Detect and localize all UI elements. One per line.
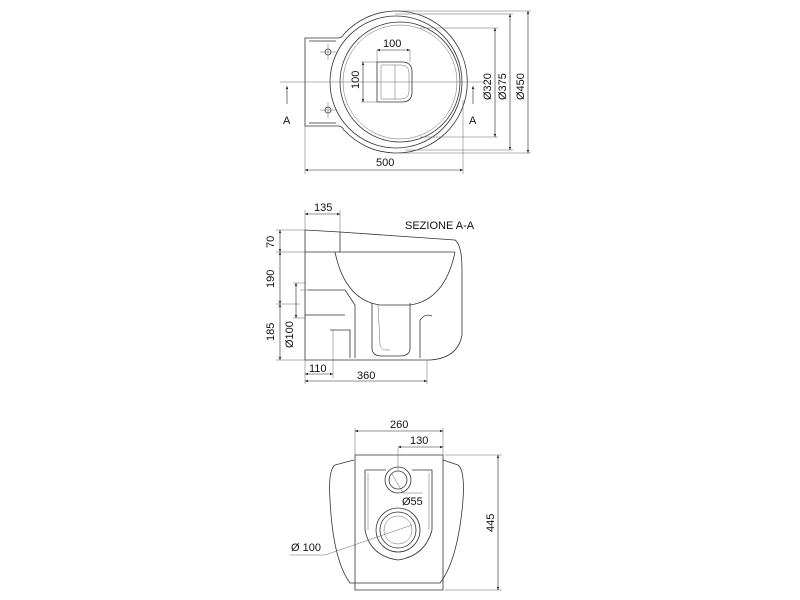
back-view: 260 130 Ø55 Ø 100 445 <box>290 419 502 591</box>
top-view: A A 100 100 Ø320 Ø375 Ø450 500 <box>280 10 531 174</box>
offset-110-dim: 110 <box>309 363 327 375</box>
dia-375-dim: Ø375 <box>497 73 509 100</box>
hole-width-dim: 100 <box>383 38 401 50</box>
width-260-dim: 260 <box>390 419 408 431</box>
section-view: SEZIONE A-A 135 70 190 185 Ø100 110 360 <box>265 202 475 384</box>
outlet-dia-back-dim: Ø 100 <box>291 542 321 554</box>
half-width-130-dim: 130 <box>410 435 428 447</box>
dia-320-dim: Ø320 <box>482 73 494 100</box>
section-title: SEZIONE A-A <box>405 220 475 232</box>
dia-450-dim: Ø450 <box>515 73 527 100</box>
length-500-dim: 500 <box>376 157 394 169</box>
height-445-dim: 445 <box>485 514 497 532</box>
section-mark-left: A <box>283 115 291 127</box>
section-mark-right: A <box>469 115 477 127</box>
depth-135-dim: 135 <box>314 202 332 214</box>
inlet-dia-dim: Ø55 <box>402 496 423 508</box>
height-190-dim: 190 <box>265 270 277 288</box>
outlet-dia-dim: Ø100 <box>284 321 296 348</box>
height-185-dim: 185 <box>265 323 277 341</box>
height-70-dim: 70 <box>265 236 277 248</box>
length-360-dim: 360 <box>357 370 375 382</box>
hole-depth-dim: 100 <box>350 71 362 89</box>
